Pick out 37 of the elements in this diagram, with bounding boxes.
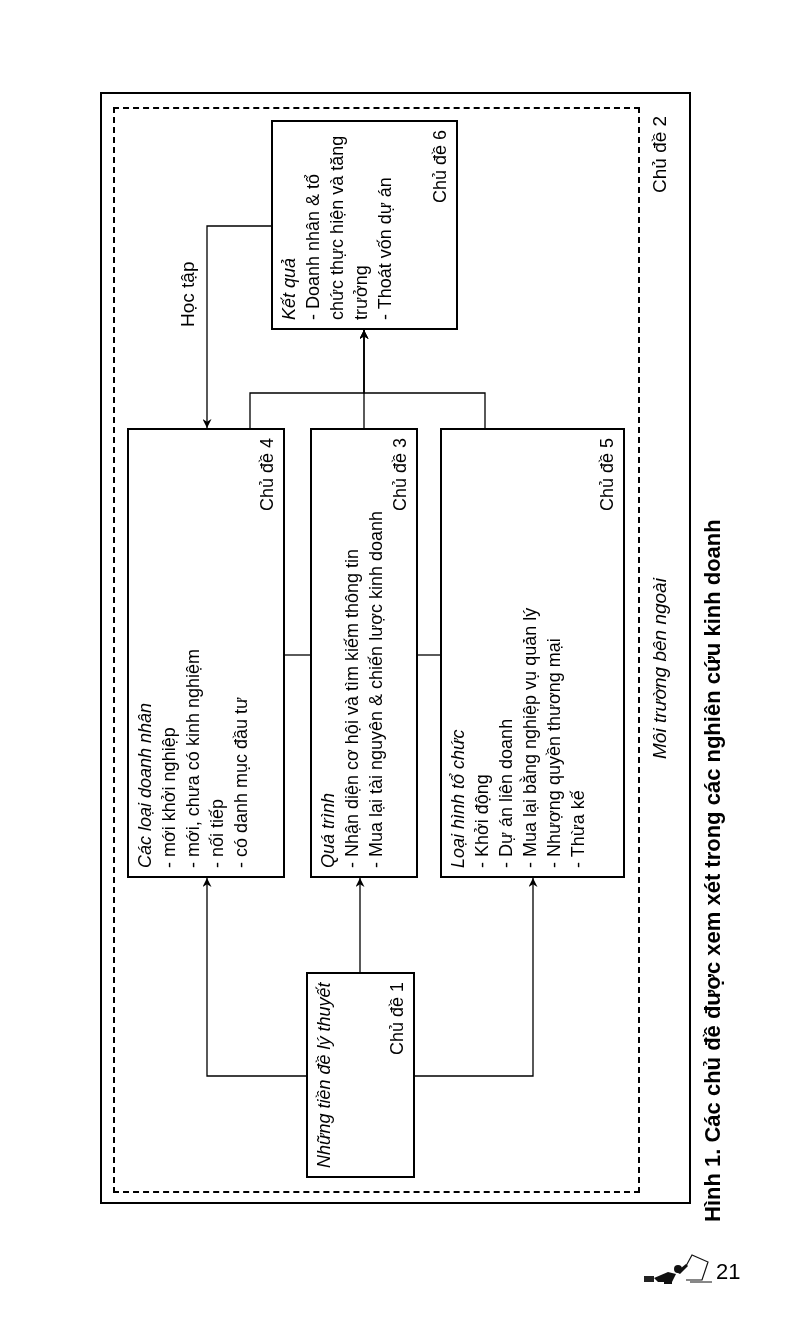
area-label: Môi trường bên ngoài: [648, 578, 671, 759]
topic-box: [306, 972, 415, 1178]
topic-label: Chủ đề 6: [429, 130, 451, 204]
connector-arrow: [355, 877, 365, 973]
list-item: - Khởi động: [471, 774, 493, 868]
list-item: - Mua lại bằng nghiệp vụ quản lý: [518, 607, 541, 868]
list-item: - có danh mục đầu tư: [230, 696, 252, 868]
figure-caption: Hình 1. Các chủ đề được xem xét trong các nghiên cứu kinh doanh: [699, 519, 726, 1222]
list-item: - mới, chưa có kinh nghiệm: [182, 649, 204, 868]
topic-label: Chủ đề 2: [648, 115, 671, 193]
list-item: - Dự án liên doanh: [495, 718, 517, 868]
topic-box: [127, 428, 285, 878]
list-item: - mới khởi nghiệp: [158, 727, 180, 868]
topic-label: Chủ đề 1: [386, 982, 408, 1056]
connector-arrow: [359, 329, 486, 429]
topic-box: [271, 120, 458, 330]
list-item: - Thừa kế: [567, 790, 589, 868]
box-heading: Quá trình: [317, 792, 339, 868]
topic-box: [440, 428, 625, 878]
topic-label: Chủ đề 5: [596, 438, 618, 512]
connector-arrow: [202, 877, 307, 1077]
list-item: - Doanh nhân & tổ chức thực hiện và tăng trưởng: [302, 134, 372, 320]
topic-label: Chủ đề 4: [256, 438, 278, 512]
list-item: - Thoát vốn dự án: [374, 177, 396, 320]
topic-label: Chủ đề 3: [389, 438, 411, 512]
list-item: - Nhượng quyền thương mại: [543, 638, 565, 868]
page-number: 21: [716, 1260, 741, 1284]
box-heading: Loại hình tổ chức: [447, 729, 469, 868]
connector-arrow: [414, 877, 538, 1077]
box-heading: Kết quả: [278, 257, 300, 320]
topic-box: [310, 428, 418, 878]
list-item: - nối tiếp: [206, 798, 228, 868]
connector-arrow: [202, 225, 272, 429]
box-heading: Những tiền đề lý thuyết: [313, 982, 335, 1168]
list-item: - Mua lại tài nguyên & chiến lược kinh doanh: [365, 510, 387, 868]
box-heading: Các loại doanh nhân: [134, 702, 156, 868]
list-item: - Nhận diện cơ hội và tìm kiếm thông tin: [341, 549, 363, 868]
